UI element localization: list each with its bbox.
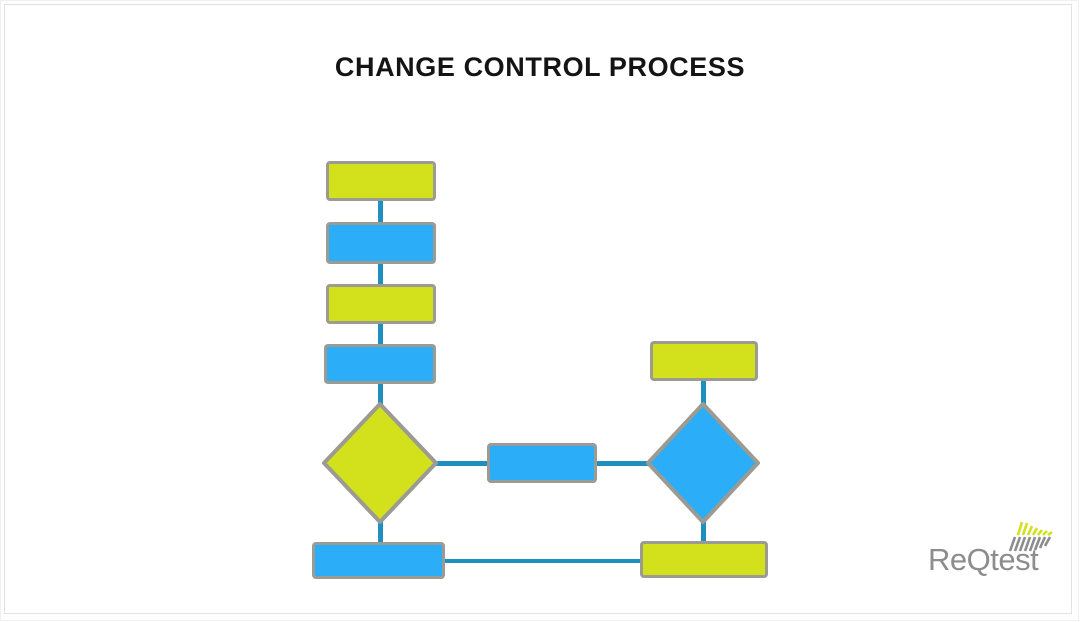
logo-word-q: Q xyxy=(966,542,991,577)
flow-node-n10[interactable] xyxy=(640,541,768,578)
flow-node-n3[interactable] xyxy=(326,284,436,324)
logo-wordmark: ReQtest xyxy=(928,542,1039,578)
bars-mark-icon xyxy=(1006,518,1058,554)
edge-n1-n2 xyxy=(378,198,383,226)
reqtest-logo: ReQtest xyxy=(928,518,1060,580)
edge-n2-n3 xyxy=(378,260,383,288)
edge-n7-n10 xyxy=(701,519,706,549)
flow-node-n6[interactable] xyxy=(487,443,597,483)
flow-node-n5-decision[interactable] xyxy=(320,400,440,526)
edge-n3-n4 xyxy=(378,321,383,348)
flow-node-n2[interactable] xyxy=(326,222,436,264)
edge-n6-n7 xyxy=(593,461,651,466)
edge-n5-n9 xyxy=(378,519,383,549)
logo-word-re: Re xyxy=(928,542,967,577)
flow-node-n1[interactable] xyxy=(326,161,436,201)
edge-n8-n7 xyxy=(701,378,706,406)
flow-node-n9[interactable] xyxy=(312,542,445,579)
edge-n4-n5 xyxy=(378,381,383,407)
page-title: CHANGE CONTROL PROCESS xyxy=(334,52,746,82)
flow-node-n7-decision[interactable] xyxy=(644,400,762,526)
flow-node-n8[interactable] xyxy=(650,341,758,381)
logo-word-test: test xyxy=(990,542,1039,577)
edge-n9-n10 xyxy=(441,559,647,563)
flow-node-n4[interactable] xyxy=(324,344,436,384)
edge-n5-n6 xyxy=(434,461,492,466)
